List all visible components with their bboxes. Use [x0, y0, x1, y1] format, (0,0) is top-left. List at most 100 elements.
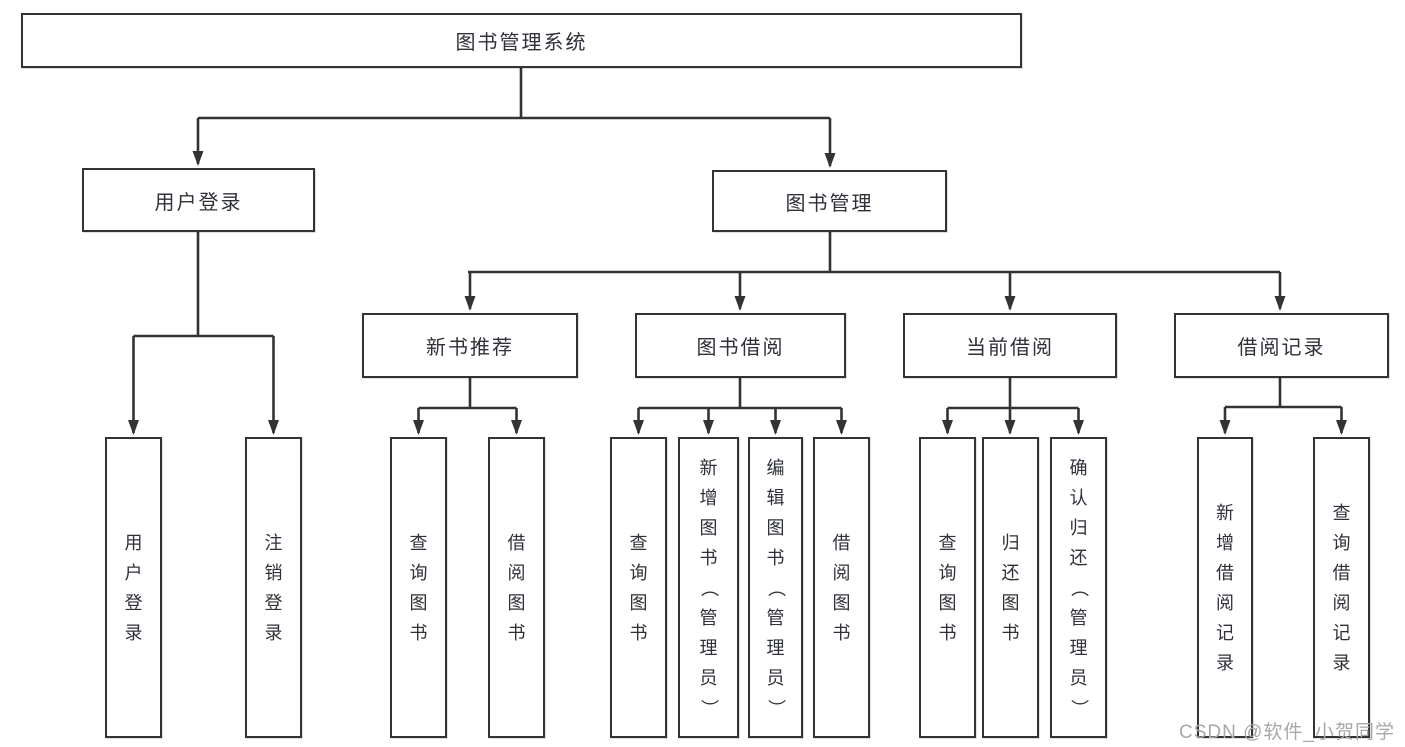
vchar: 编	[766, 457, 785, 478]
vchar: 阅	[1332, 592, 1351, 613]
vchar: 增	[699, 487, 718, 508]
vchar: 询	[629, 562, 648, 583]
vchar: 询	[1332, 532, 1351, 553]
vchar: 图	[938, 592, 957, 613]
connector-group	[128, 68, 1347, 435]
vchar: 图	[507, 592, 526, 613]
node-current-borrowing-label: 当前借阅	[966, 337, 1054, 359]
vchar: 书	[409, 622, 428, 643]
vchar: 录	[1216, 652, 1234, 673]
leaf-logout-label: 注销登录	[247, 439, 300, 736]
vchar: （	[765, 578, 786, 597]
vchar: 理	[1069, 637, 1088, 658]
vchar: 图	[1001, 592, 1020, 613]
vchar: 理	[766, 637, 785, 658]
leaf-query-books-current-label: 查询图书	[921, 439, 974, 736]
node-new-book-recommend: 新书推荐	[362, 313, 578, 378]
vchar: 理	[699, 637, 718, 658]
leaf-add-books-admin-label: 新增图书 （ 管理员 ）	[680, 439, 737, 736]
node-user-login-label: 用户登录	[154, 191, 243, 214]
leaf-query-books-borrowing: 查询图书	[610, 437, 667, 738]
vchar: 新	[699, 457, 718, 478]
leaf-query-borrow-record: 查询借阅记录	[1313, 437, 1370, 738]
vchar: 管	[766, 607, 785, 628]
node-book-borrowing: 图书借阅	[635, 313, 846, 378]
vchar: 录	[1332, 652, 1351, 673]
leaf-return-books-label: 归还图书	[984, 439, 1037, 736]
vchar: 图	[832, 592, 851, 613]
vchar: 还	[1001, 562, 1020, 583]
vchar: 查	[938, 532, 957, 553]
vchar: ）	[698, 698, 719, 717]
vchar: 书	[938, 622, 957, 643]
vchar: 认	[1069, 487, 1088, 508]
leaf-user-login: 用户登录	[105, 437, 162, 738]
vchar: 借	[832, 532, 851, 553]
vchar: 录	[264, 622, 283, 643]
vchar: ）	[765, 698, 786, 717]
vchar: 管	[1069, 607, 1088, 628]
leaf-query-books-current: 查询图书	[919, 437, 976, 738]
vchar: 书	[1001, 622, 1020, 643]
vchar: ）	[1068, 698, 1089, 717]
node-root: 图书管理系统	[21, 13, 1022, 68]
vchar: 借	[1216, 562, 1234, 583]
vchar: 书	[766, 547, 785, 568]
leaf-query-books-newbooks-label: 查询图书	[392, 439, 445, 736]
leaf-query-borrow-record-label: 查询借阅记录	[1315, 439, 1368, 736]
vchar: 增	[1216, 532, 1234, 553]
vchar: 用	[124, 532, 143, 553]
vchar: 记	[1216, 622, 1234, 643]
vchar: 询	[409, 562, 428, 583]
leaf-borrow-books-borrowing: 借阅图书	[813, 437, 870, 738]
leaf-edit-books-admin-label: 编辑图书（管理员）	[750, 439, 801, 736]
vchar: 归	[1069, 517, 1088, 538]
vchar: 图	[409, 592, 428, 613]
node-book-borrowing-label: 图书借阅	[696, 337, 785, 359]
leaf-add-books-admin: 新增图书 （ 管理员 ）	[678, 437, 739, 738]
node-root-label: 图书管理系统	[455, 32, 588, 54]
vchar: 图	[699, 517, 718, 538]
vchar: 销	[264, 562, 283, 583]
vchar: 查	[629, 532, 648, 553]
vchar: 书	[699, 547, 718, 568]
vchar: 图	[629, 592, 648, 613]
vchar: 还	[1069, 547, 1088, 568]
node-book-management: 图书管理	[712, 170, 947, 232]
vchar: 查	[1332, 502, 1351, 523]
leaf-confirm-return-admin-label: 确认归还 （ 管理员 ）	[1052, 439, 1105, 736]
vchar: 管	[699, 607, 718, 628]
leaf-user-login-label: 用户登录	[107, 439, 160, 736]
vchar: 注	[264, 532, 283, 553]
node-new-book-recommend-label: 新书推荐	[426, 337, 514, 359]
vchar: 录	[124, 622, 143, 643]
vchar: 阅	[832, 562, 851, 583]
leaf-borrow-books-newbooks: 借阅图书	[488, 437, 545, 738]
vchar: 询	[938, 562, 957, 583]
node-user-login: 用户登录	[82, 168, 315, 232]
vchar: 图	[766, 517, 785, 538]
vchar: 员	[1069, 667, 1088, 688]
vchar: 辑	[766, 487, 785, 508]
leaf-query-books-borrowing-label: 查询图书	[612, 439, 665, 736]
leaf-borrow-books-borrowing-label: 借阅图书	[815, 439, 868, 736]
vchar: 确	[1069, 457, 1088, 478]
node-current-borrowing: 当前借阅	[903, 313, 1117, 378]
vchar: 书	[832, 622, 851, 643]
vchar: （	[698, 578, 719, 597]
vchar: 阅	[507, 562, 526, 583]
vchar: 登	[124, 592, 143, 613]
csdn-watermark: CSDN @软件_小贺同学	[1179, 722, 1395, 743]
leaf-borrow-books-newbooks-label: 借阅图书	[490, 439, 543, 736]
leaf-edit-books-admin: 编辑图书（管理员）	[748, 437, 803, 738]
vchar: 归	[1001, 532, 1020, 553]
leaf-add-borrow-record-label: 新增借阅记录	[1199, 439, 1251, 736]
leaf-logout: 注销登录	[245, 437, 302, 738]
vchar: 记	[1332, 622, 1351, 643]
vchar: 员	[699, 667, 718, 688]
vchar: （	[1068, 578, 1089, 597]
vchar: 阅	[1216, 592, 1234, 613]
vchar: 查	[409, 532, 428, 553]
